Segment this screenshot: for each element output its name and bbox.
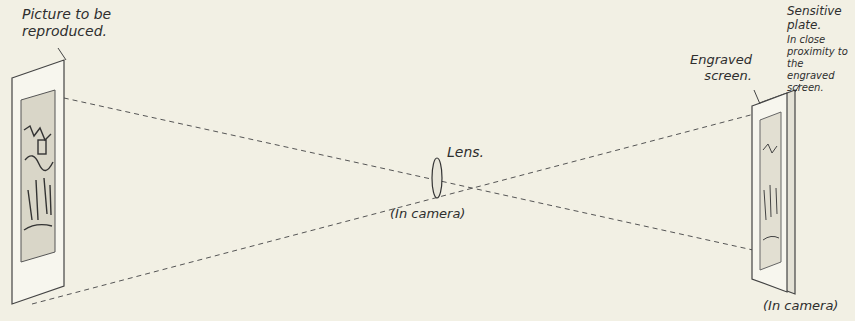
picture-label: Picture to be reproduced. — [22, 6, 152, 40]
screen-label: Engraved screen. — [668, 52, 752, 83]
lens — [432, 158, 442, 198]
leader-line — [754, 90, 760, 104]
plate-label: Sensitive plate. — [787, 4, 851, 33]
lens-label: Lens. — [447, 144, 517, 161]
camera-note: (In camera) — [390, 206, 490, 222]
leader-line — [58, 48, 66, 60]
camera-note: (In camera) — [763, 298, 851, 314]
plate-note: In close proximity to the engraved scree… — [787, 34, 851, 94]
picture-frame — [12, 48, 66, 304]
screen-and-plate — [752, 84, 800, 294]
light-rays — [32, 96, 762, 304]
